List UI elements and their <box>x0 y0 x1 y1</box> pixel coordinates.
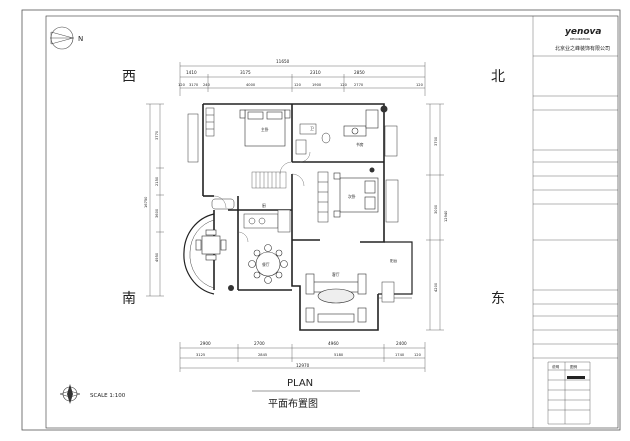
study-furniture <box>343 109 379 137</box>
dim-top-1: 1410 <box>186 70 197 75</box>
dim-left-2: 2150 <box>155 176 159 186</box>
dining-table <box>248 244 288 284</box>
left-dimensions <box>146 103 164 297</box>
dim-top-total: 11650 <box>276 59 290 64</box>
north-arrow-label: N <box>78 35 83 43</box>
dim-left-1: 3770 <box>155 130 159 140</box>
dim-left-3: 3600 <box>155 208 159 218</box>
dim-top2-3: 240 <box>203 83 211 87</box>
dim-top2-9: 120 <box>416 83 424 87</box>
room-kitchen: 厨 <box>262 203 266 208</box>
inner-border <box>45 15 619 429</box>
dim-bot-1: 2900 <box>200 341 211 346</box>
room-dining: 餐厅 <box>262 262 270 267</box>
door-swings <box>213 151 311 243</box>
dim-left-4: 4950 <box>155 252 159 262</box>
dim-top2-4: 4000 <box>246 83 256 87</box>
kitchen-counter <box>243 209 291 233</box>
company-name: 北京业之峰装饰有限公司 <box>555 45 610 52</box>
dim-right-3: 4200 <box>434 282 438 292</box>
scale-label: SCALE 1:100 <box>90 393 126 399</box>
direction-east: 东 <box>491 291 505 307</box>
room-bath: 卫 <box>310 126 314 131</box>
right-dimensions <box>426 103 444 331</box>
room-master: 主卧 <box>261 127 269 132</box>
title-block <box>532 16 618 428</box>
dim-bot2-3: 5180 <box>334 353 344 357</box>
bathtub <box>211 198 235 210</box>
dim-left-total: 16750 <box>144 196 148 208</box>
top-dimensions <box>179 62 426 96</box>
dim-bot-4: 2400 <box>396 341 407 346</box>
master-bed <box>239 109 291 147</box>
dim-top2-2: 3170 <box>189 83 199 87</box>
plant-icon <box>228 105 388 291</box>
second-bed <box>333 172 379 218</box>
dim-top-2: 3175 <box>240 70 251 75</box>
dim-bot2-2: 2845 <box>258 353 267 357</box>
scale-compass-icon <box>59 384 81 404</box>
room-living: 客厅 <box>332 272 340 277</box>
windows <box>187 113 399 303</box>
company-logo-sub: DECORATION <box>570 37 590 41</box>
bottom-dimensions <box>179 342 426 372</box>
dim-bot2-5: 120 <box>414 353 422 357</box>
legend-head-symbol: 图例 <box>570 364 578 369</box>
legend-head-note: 说明 <box>552 364 560 369</box>
dim-bot-total: 12970 <box>296 363 310 368</box>
north-arrow-icon: N <box>50 26 83 50</box>
dim-top2-6: 1900 <box>312 83 322 87</box>
second-wardrobe <box>317 171 329 223</box>
dim-right-total: 12940 <box>444 210 448 222</box>
sofa-set <box>305 273 367 323</box>
dim-right-1: 3700 <box>434 136 438 146</box>
dim-top-4: 2850 <box>354 70 365 75</box>
direction-north: 北 <box>491 69 505 85</box>
bay-window <box>183 213 215 295</box>
room-balcony: 阳台 <box>390 258 398 263</box>
wardrobe <box>205 107 215 137</box>
dim-top2-5: 120 <box>294 83 302 87</box>
room-second: 次卧 <box>348 194 356 199</box>
dim-top2-7: 120 <box>340 83 348 87</box>
dim-bot-3: 4960 <box>328 341 339 346</box>
dim-top-3: 2310 <box>310 70 321 75</box>
plan-subtitle: 平面布置图 <box>268 398 318 410</box>
room-study: 书房 <box>356 142 364 147</box>
company-logo: yenova <box>565 27 602 37</box>
dim-bot2-4: 1740 <box>395 353 405 357</box>
plan-title: PLAN <box>287 378 313 389</box>
outer-border <box>21 9 621 431</box>
dim-bot2-1: 3125 <box>196 353 205 357</box>
dim-top2-1: 120 <box>178 83 186 87</box>
dim-bot-2: 2700 <box>254 341 265 346</box>
dim-top2-8: 2770 <box>354 83 364 87</box>
dim-right-2: 3000 <box>434 204 438 214</box>
east-balcony-wall <box>378 241 413 295</box>
corridor-shelves <box>251 171 287 189</box>
bathroom-fixtures <box>295 123 331 155</box>
bay-window-inner <box>189 219 215 289</box>
walls <box>202 103 385 331</box>
bay-table <box>195 229 227 261</box>
legend-swatch <box>567 376 585 379</box>
direction-west: 西 <box>122 69 136 85</box>
direction-south: 南 <box>122 291 136 307</box>
